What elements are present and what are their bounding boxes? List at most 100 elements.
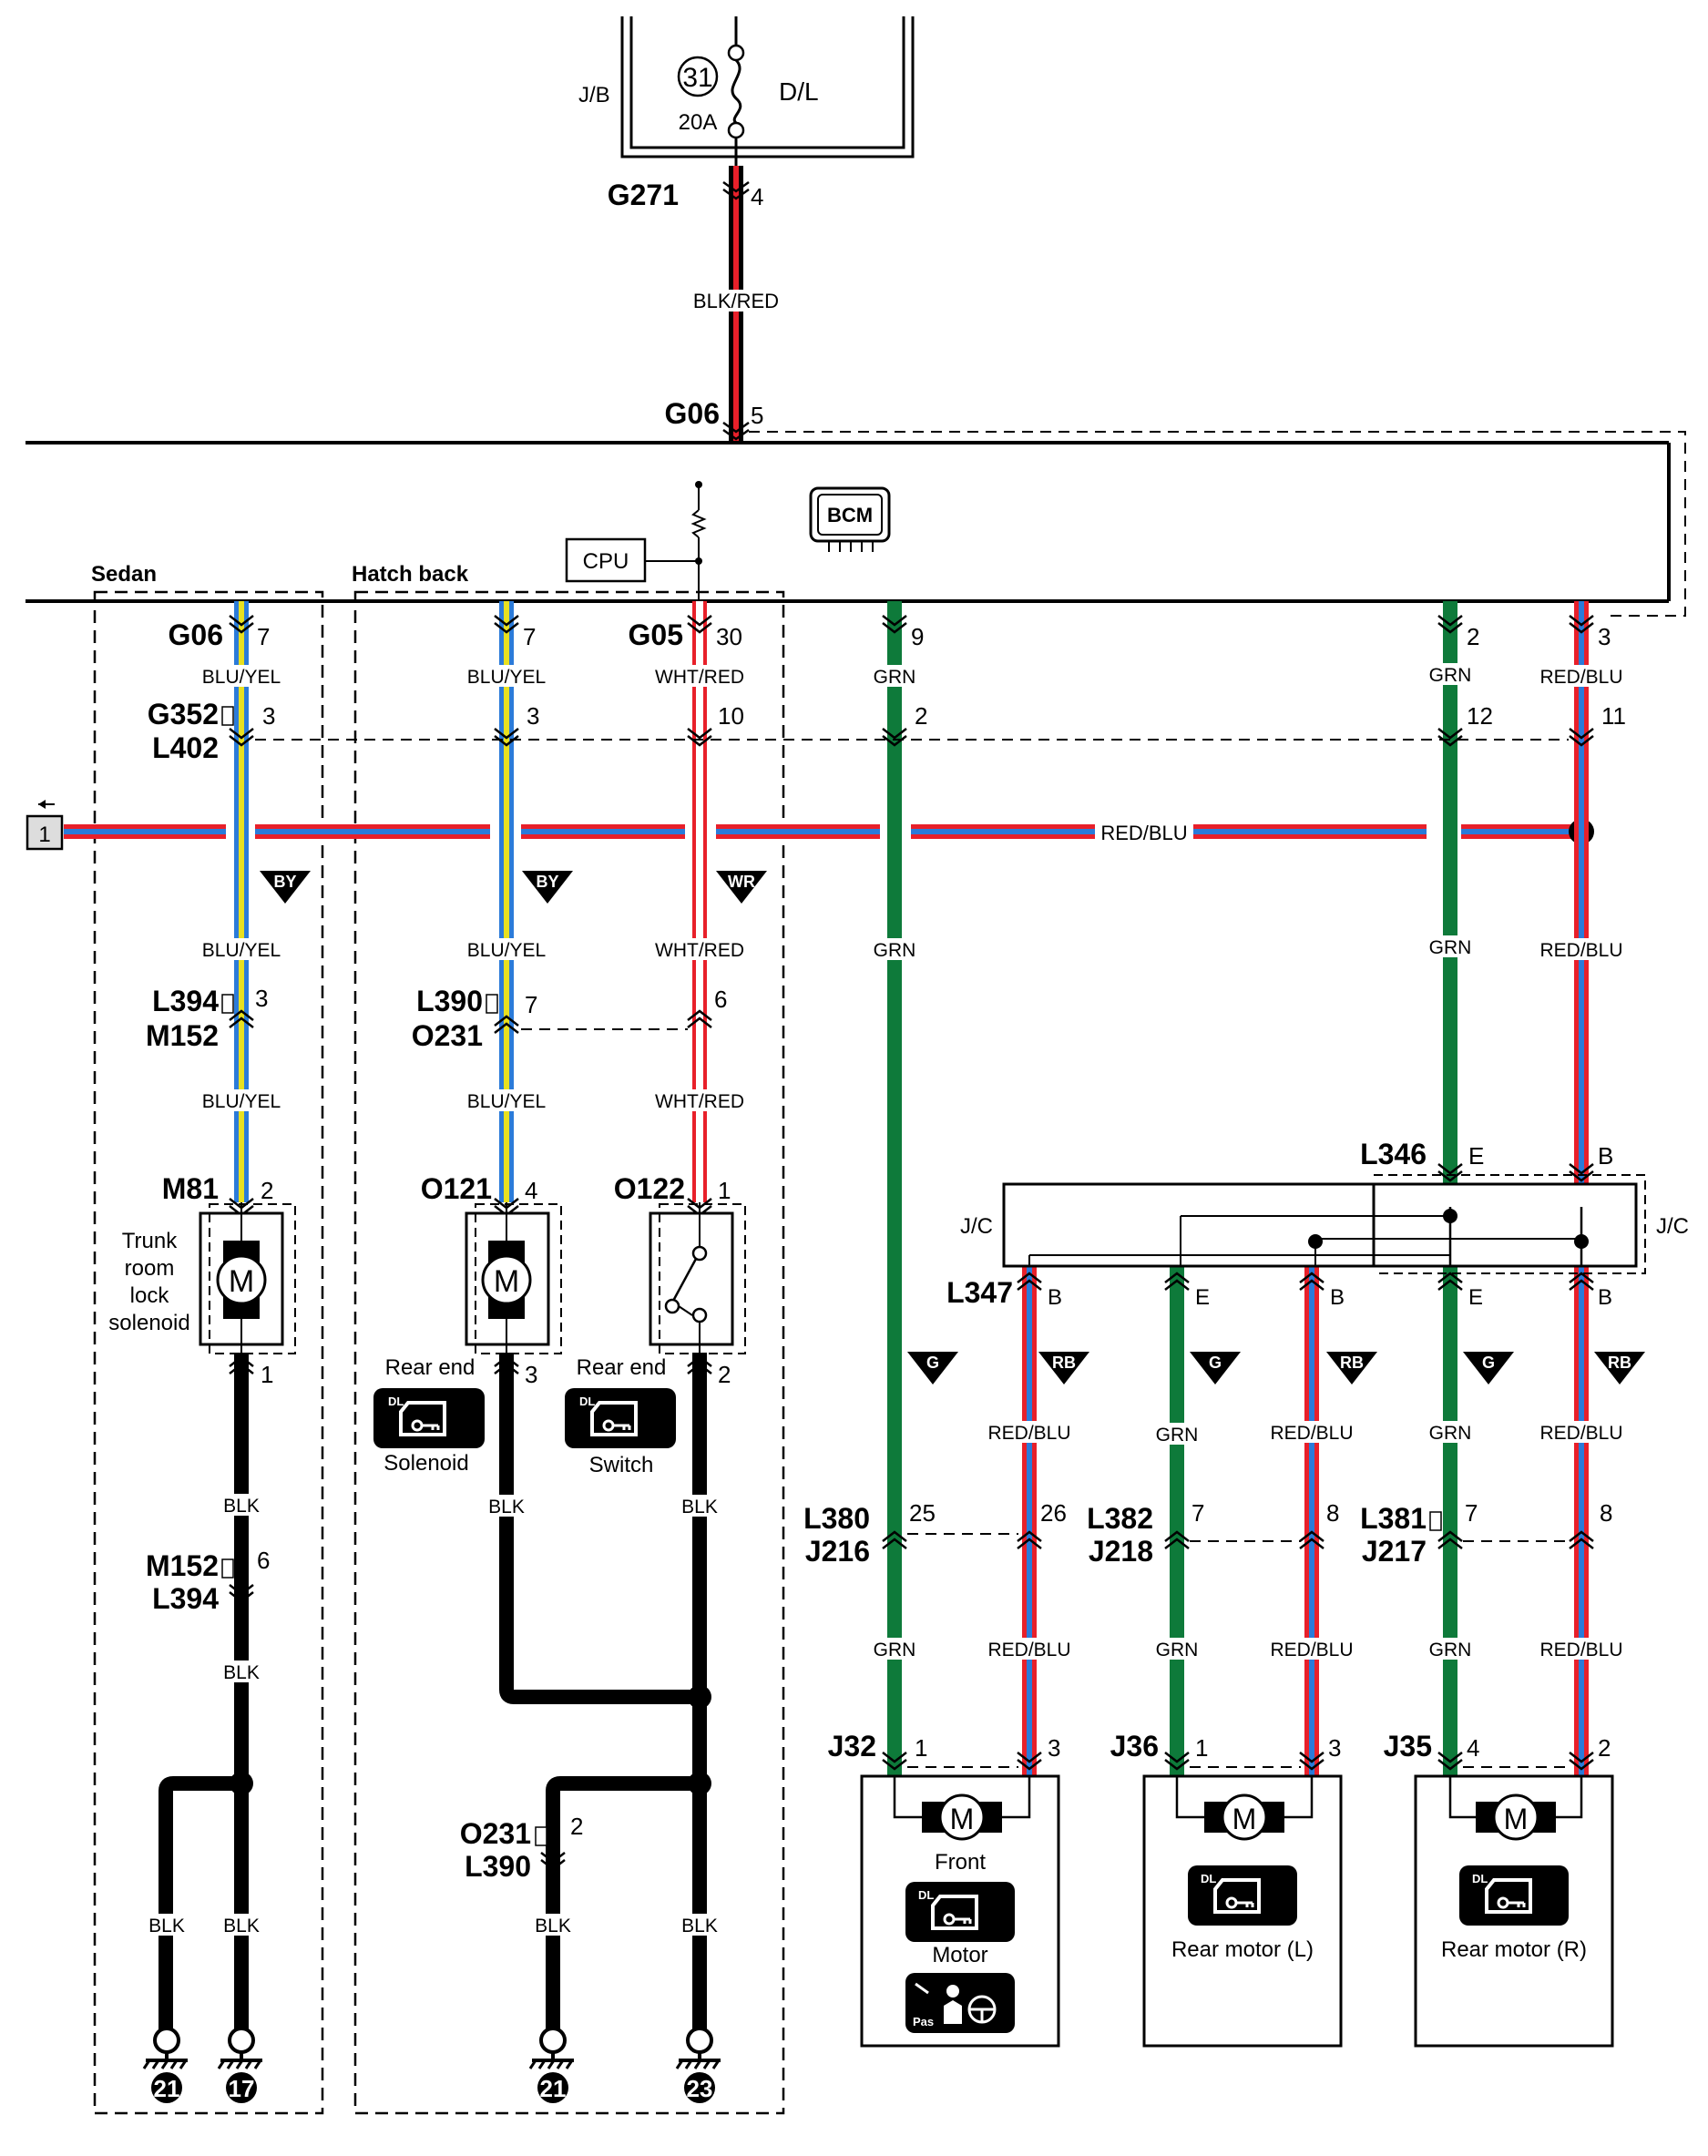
svg-text:M: M	[229, 1264, 254, 1299]
svg-text:RED/BLU: RED/BLU	[987, 1423, 1070, 1444]
svg-text:Rear motor (L): Rear motor (L)	[1171, 1937, 1314, 1962]
svg-text:2: 2	[261, 1177, 273, 1204]
svg-text:L390: L390	[416, 985, 483, 1017]
svg-text:4: 4	[1467, 1734, 1479, 1762]
svg-text:17: 17	[229, 2075, 255, 2102]
svg-text:J/C: J/C	[1656, 1214, 1689, 1239]
cpu-box	[565, 537, 647, 583]
svg-text:J218: J218	[1089, 1535, 1153, 1568]
motor-icon	[481, 1254, 532, 1305]
svg-text:7: 7	[257, 623, 270, 650]
connector-g06-top: G06 5	[665, 397, 763, 441]
svg-text:BLU/YEL: BLU/YEL	[202, 667, 281, 688]
motor-icon	[216, 1254, 267, 1305]
svg-text:O231: O231	[460, 1817, 531, 1850]
ground-icon: 21	[142, 2027, 188, 2103]
wire-hatch-blu-yel	[499, 601, 514, 1202]
connector-g352-l402: G352 L402 3 3 10 2 12 11	[148, 698, 1626, 764]
svg-text:Solenoid: Solenoid	[384, 1451, 468, 1476]
svg-text:Sedan: Sedan	[91, 562, 157, 587]
wire-sedan-blu-yel	[234, 601, 249, 1202]
svg-text:1: 1	[38, 823, 50, 847]
svg-text:1: 1	[1195, 1734, 1208, 1762]
svg-text:G352: G352	[148, 698, 219, 731]
svg-text:L380: L380	[803, 1502, 870, 1535]
svg-text:RB: RB	[1052, 1354, 1076, 1372]
svg-text:G: G	[926, 1354, 939, 1372]
component-o122: O122 1 2 Rear end DL Switch	[565, 1172, 746, 1477]
svg-text:2: 2	[1598, 1734, 1611, 1762]
svg-text:O122: O122	[614, 1172, 685, 1205]
svg-text:8: 8	[1326, 1499, 1339, 1527]
svg-text:RED/BLU: RED/BLU	[1270, 1640, 1353, 1660]
fuse-number: 31	[682, 63, 712, 93]
svg-text:26: 26	[1040, 1499, 1067, 1527]
svg-text:B: B	[1048, 1285, 1062, 1310]
svg-text:L394: L394	[152, 985, 219, 1017]
svg-text:G: G	[1209, 1354, 1222, 1372]
motor-rear-l: J36 1 3 M DL Rear motor (L)	[1110, 1730, 1343, 2048]
svg-text:B: B	[1598, 1285, 1612, 1310]
bcm-label: BCM	[827, 504, 873, 526]
wire-grn-front	[887, 601, 902, 1785]
cpu-label: CPU	[583, 549, 629, 574]
svg-text:1: 1	[915, 1734, 927, 1762]
svg-text:Rear motor (R): Rear motor (R)	[1441, 1937, 1587, 1962]
svg-text:M: M	[1504, 1803, 1529, 1835]
connector-o231-l390: O231 L390 2	[460, 1813, 584, 1883]
svg-text:5: 5	[751, 402, 763, 429]
connector-l394-m152: L394 M152 3	[146, 985, 269, 1052]
svg-text:BY: BY	[273, 873, 296, 891]
junction-connector: L346 E B J/C J/C L347 B E B E B	[946, 1138, 1689, 1310]
svg-text:RED/BLU: RED/BLU	[1539, 1640, 1622, 1660]
svg-text:lock: lock	[130, 1283, 170, 1308]
svg-text:6: 6	[257, 1547, 270, 1574]
svg-text:3: 3	[262, 702, 275, 730]
svg-text:Rear end: Rear end	[577, 1355, 667, 1380]
svg-text:8: 8	[1600, 1499, 1612, 1527]
svg-text:BLU/YEL: BLU/YEL	[202, 940, 281, 961]
svg-text:L382: L382	[1087, 1502, 1153, 1535]
svg-text:G: G	[1482, 1354, 1495, 1372]
svg-text:Motor: Motor	[932, 1943, 987, 1967]
svg-text:3: 3	[1048, 1734, 1060, 1762]
svg-text:GRN: GRN	[1429, 1640, 1472, 1660]
svg-text:J217: J217	[1362, 1535, 1427, 1568]
connector-g271: G271 4	[608, 179, 764, 211]
svg-text:DL: DL	[1201, 1872, 1216, 1885]
svg-text:BLK: BLK	[681, 1916, 718, 1936]
svg-text:Front: Front	[935, 1850, 986, 1875]
motor-icon	[1492, 1793, 1539, 1841]
svg-text:BLK: BLK	[681, 1497, 718, 1517]
svg-text:O231: O231	[412, 1019, 483, 1052]
connector-m152-l394: M152 L394 6	[146, 1547, 271, 1615]
svg-text:1: 1	[718, 1177, 731, 1204]
svg-text:4: 4	[751, 183, 763, 210]
wire-label-blk-red: BLK/RED	[693, 290, 779, 312]
svg-text:7: 7	[1192, 1499, 1204, 1527]
fuse-circuit-label: D/L	[779, 77, 819, 106]
connector-l380-j216: L380 J216 25 26	[803, 1499, 1067, 1568]
svg-text:GRN: GRN	[1156, 1425, 1199, 1446]
svg-text:12: 12	[1467, 702, 1493, 730]
svg-text:WHT/RED: WHT/RED	[655, 667, 744, 688]
svg-text:G05: G05	[629, 618, 683, 651]
svg-text:RED/BLU: RED/BLU	[987, 1640, 1070, 1660]
svg-text:7: 7	[1465, 1499, 1478, 1527]
motor-icon	[938, 1793, 986, 1841]
svg-text:J32: J32	[828, 1730, 876, 1763]
svg-text:G271: G271	[608, 179, 679, 211]
svg-text:GRN: GRN	[874, 667, 916, 688]
svg-text:G06: G06	[665, 397, 720, 430]
bcm-module: BCM CPU	[26, 431, 1686, 617]
svg-text:Pas: Pas	[913, 2015, 934, 2028]
svg-text:RB: RB	[1608, 1354, 1631, 1372]
resistor-icon	[690, 509, 707, 538]
ground-icon: 23	[675, 2027, 721, 2103]
component-m81: M81 2 M Trunk room lock solenoid 1	[108, 1172, 296, 1388]
svg-text:Rear end: Rear end	[385, 1355, 476, 1380]
svg-text:L347: L347	[946, 1276, 1013, 1309]
svg-text:2: 2	[915, 702, 927, 730]
svg-text:L346: L346	[1360, 1138, 1427, 1170]
